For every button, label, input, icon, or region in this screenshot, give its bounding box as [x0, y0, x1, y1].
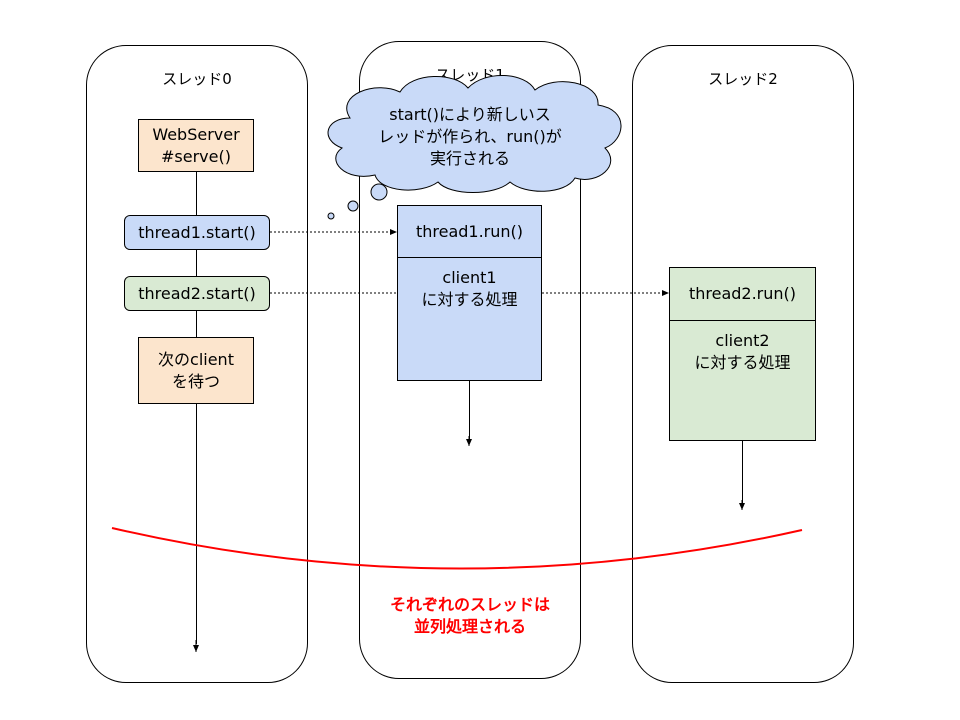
thread0-lifeline [196, 172, 197, 644]
thread2-process-box: client2 に対する処理 [669, 320, 816, 441]
thought-dot-large [370, 183, 388, 201]
thought-bubble-cloud [327, 75, 622, 193]
thread2-start-box: thread2.start() [124, 276, 270, 311]
lane-thread0-title: スレッド0 [162, 70, 232, 88]
lane-thread2-title: スレッド2 [708, 70, 778, 88]
thread1-process-box: client1 に対する処理 [397, 257, 542, 381]
thread1-lifeline [469, 380, 470, 442]
thought-dot-small [327, 212, 335, 220]
parallel-caption: それぞれのスレッドは 並列処理される [389, 595, 550, 636]
parallel-curve [111, 527, 803, 570]
thread1-run-box: thread1.run() [397, 205, 542, 258]
thread2-lifeline [742, 440, 743, 506]
thought-bubble-text: start()により新しいス レッドが作られ、run()が 実行される [378, 105, 562, 168]
thread1-start-box: thread1.start() [124, 215, 270, 250]
thought-dot-medium [347, 200, 359, 212]
webserver-serve-box: WebServer #serve() [138, 119, 254, 172]
wait-client-box: 次のclient を待つ [138, 337, 254, 404]
thread2-run-box: thread2.run() [669, 267, 816, 321]
